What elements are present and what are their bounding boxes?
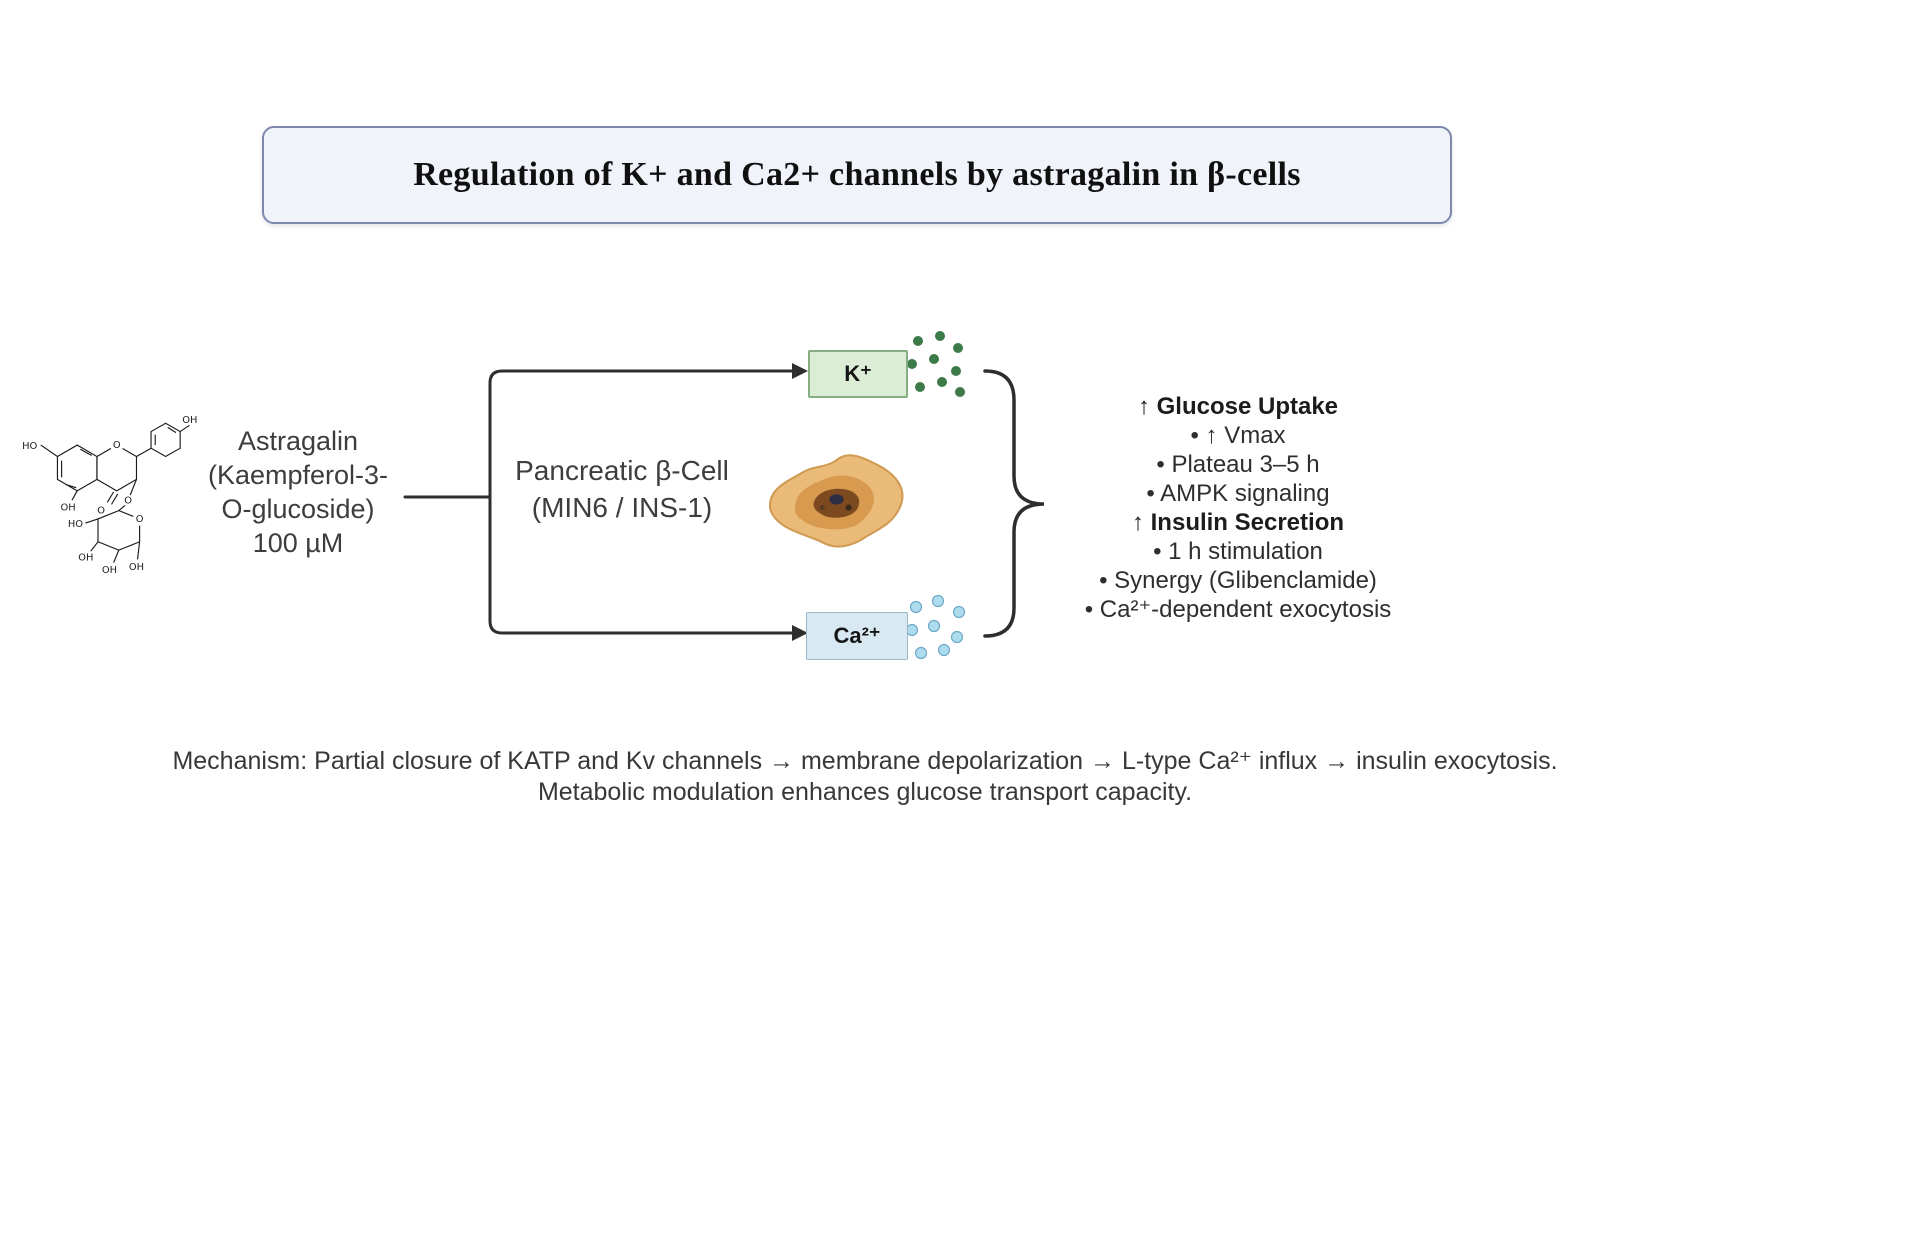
structure-label: HO [68, 519, 83, 530]
mechanism-line1: Mechanism: Partial closure of KATP and K… [172, 747, 1558, 775]
cell-label: Pancreatic β-Cell (MIN6 / INS-1) [498, 452, 746, 526]
outcome-item: • Plateau 3–5 h [1156, 451, 1320, 478]
structure-label: OH [102, 565, 117, 576]
structure-label: O [113, 440, 121, 451]
outcome-glucose-uptake-header: ↑ Glucose Uptake [1137, 393, 1339, 420]
compound-name: Astragalin [237, 426, 359, 456]
structure-label: HO [22, 441, 37, 452]
k-channel-box: K⁺ [808, 350, 908, 398]
structure-label: O [97, 506, 105, 517]
cell-type: Pancreatic β-Cell [515, 455, 729, 486]
structure-label: O [136, 514, 144, 525]
outcome-item: • Synergy (Glibenclamide) [1099, 567, 1377, 594]
compound-dose: 100 µM [252, 528, 344, 558]
compound-synonym-line1: (Kaempferol-3- [207, 460, 389, 490]
figure-title: Regulation of K+ and Ca2+ channels by as… [413, 156, 1301, 193]
mechanism-line2: Metabolic modulation enhances glucose tr… [537, 778, 1193, 806]
outcome-item: • AMPK signaling [1146, 480, 1330, 507]
k-channel-label: K⁺ [844, 361, 872, 386]
mechanism-caption: Mechanism: Partial closure of KATP and K… [150, 746, 1580, 808]
k-arrowhead-icon [792, 363, 808, 379]
compound-label: Astragalin (Kaempferol-3- O-glucoside) 1… [187, 424, 409, 560]
outcome-item: • ↑ Vmax [1190, 422, 1286, 449]
outcome-item: • 1 h stimulation [1153, 538, 1323, 565]
astragalin-structure-icon: HO OH OH O O O HO O OH OH OH [22, 415, 197, 576]
structure-label: OH [182, 415, 197, 426]
ca-channel-label: Ca²⁺ [833, 623, 881, 648]
structure-label: OH [129, 562, 144, 573]
curly-brace-icon [983, 369, 1045, 638]
structure-label: OH [78, 553, 93, 564]
k-ion-dots-icon [907, 331, 965, 397]
outcome-item: • Ca²⁺-dependent exocytosis [1084, 596, 1392, 623]
structure-label: O [124, 495, 132, 506]
cell-lines: (MIN6 / INS-1) [531, 492, 713, 523]
outcome-insulin-secretion-header: ↑ Insulin Secretion [1131, 509, 1345, 536]
structure-label: OH [61, 503, 76, 514]
outcomes-list: ↑ Glucose Uptake • ↑ Vmax • Plateau 3–5 … [1058, 392, 1418, 624]
ca-ion-dots-icon [905, 594, 966, 660]
ca-channel-box: Ca²⁺ [806, 612, 908, 660]
beta-cell-illustration [769, 454, 904, 548]
compound-synonym-line2: O-glucoside) [221, 494, 375, 524]
title-box: Regulation of K+ and Ca2+ channels by as… [262, 126, 1452, 224]
